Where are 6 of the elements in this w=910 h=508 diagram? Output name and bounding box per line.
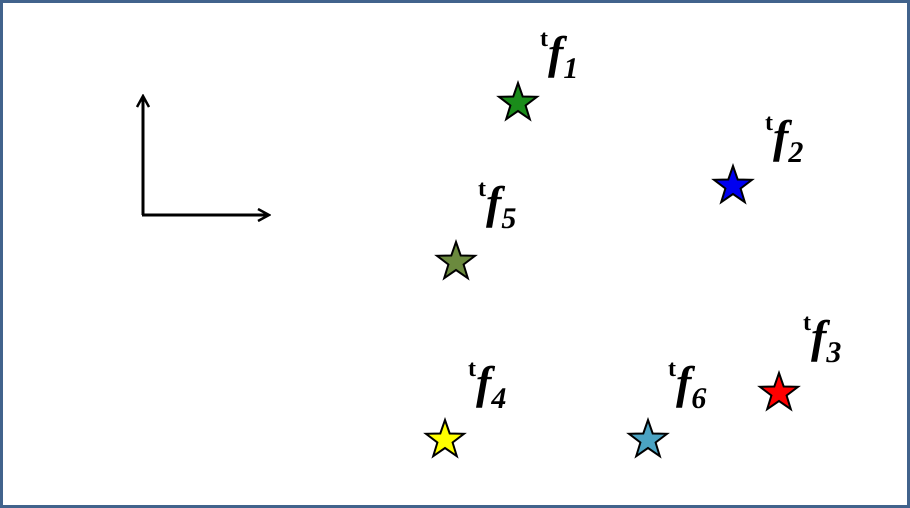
point-label: $^{t}$f$_{2}$ (765, 114, 804, 160)
point-label: $^{t}$f$_{3}$ (803, 314, 842, 360)
point-label: $^{t}$f$_{4}$ (468, 360, 506, 406)
point-label: $^{t}$f$_{5}$ (478, 180, 516, 226)
point-label: $^{t}$f$_{6}$ (668, 360, 706, 406)
point-label: $^{t}$f$_{1}$ (540, 30, 578, 76)
